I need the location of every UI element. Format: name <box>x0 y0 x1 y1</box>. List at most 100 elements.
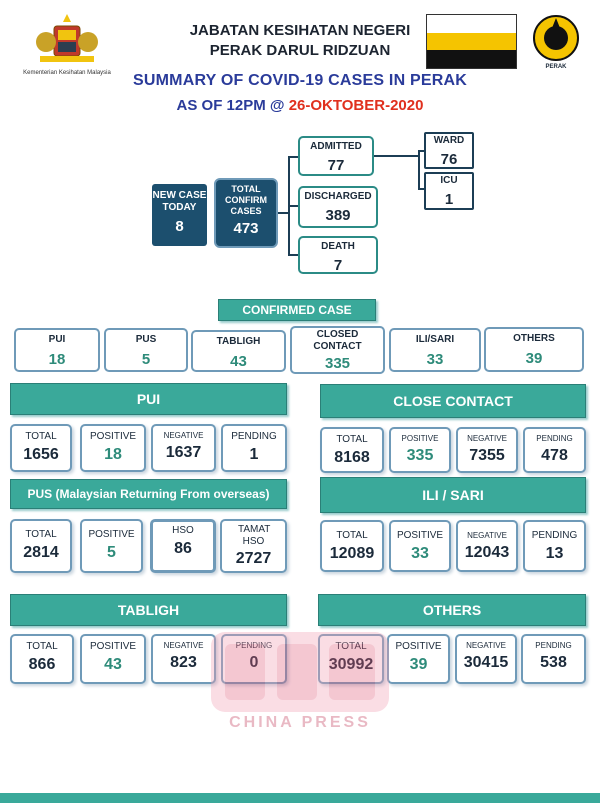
confirmed-ili-sari-label: ILI/SARI <box>415 334 455 345</box>
ili-sari-negative: NEGATIVE 12043 <box>456 520 518 572</box>
close-contact-pending-value: 478 <box>541 447 568 464</box>
pui-total-value: 1656 <box>23 446 59 463</box>
close-contact-total: TOTAL 8168 <box>320 427 384 473</box>
death-box: DEATH 7 <box>298 236 378 274</box>
tabligh-pending-label: PENDING <box>223 641 285 650</box>
tabligh-negative: NEGATIVE 823 <box>151 634 216 684</box>
tabligh-pending: PENDING 0 <box>221 634 287 684</box>
ward-box: WARD 76 <box>424 132 474 169</box>
flag-stripe-black <box>427 50 516 68</box>
confirmed-pui: PUI 18 <box>14 328 100 372</box>
tabligh-pending-value: 0 <box>223 654 285 672</box>
admitted-label: ADMITTED <box>310 141 362 152</box>
confirmed-tabligh-value: 43 <box>230 353 247 370</box>
tabligh-banner: TABLIGH <box>10 594 287 626</box>
connector-admitted <box>288 156 298 158</box>
pus-total-value: 2814 <box>23 544 59 561</box>
others-positive: POSITIVE 39 <box>387 634 450 684</box>
ili-sari-banner: ILI / SARI <box>320 477 586 513</box>
ministry-logo: Kementerian Kesihatan Malaysia <box>18 12 116 82</box>
total-confirm-box: TOTAL CONFIRM CASES 473 <box>214 178 278 248</box>
pus-positive: POSITIVE 5 <box>80 519 143 573</box>
close-contact-pending: PENDING 478 <box>523 427 586 473</box>
crest-caption: PERAK <box>545 64 567 70</box>
confirmed-others-value: 39 <box>525 350 543 367</box>
others-negative: NEGATIVE 30415 <box>455 634 517 684</box>
others-total-value: 30992 <box>320 656 382 674</box>
pui-pending: PENDING 1 <box>221 424 287 472</box>
perak-crest-icon <box>533 15 579 61</box>
total-confirm-value: 473 <box>233 220 259 237</box>
others-pending-label: PENDING <box>535 641 572 650</box>
tabligh-positive: POSITIVE 43 <box>80 634 146 684</box>
flag-stripe-white <box>427 15 516 33</box>
close-contact-pending-label: PENDING <box>536 434 573 443</box>
others-negative-label: NEGATIVE <box>466 641 506 650</box>
date-prefix: AS OF 12PM @ <box>176 97 289 114</box>
bottom-bar <box>0 793 600 803</box>
confirmed-pui-label: PUI <box>48 334 66 345</box>
ili-sari-negative-value: 12043 <box>464 544 510 561</box>
ili-sari-total-label: TOTAL <box>336 530 368 541</box>
pui-pending-label: PENDING <box>231 431 277 442</box>
confirmed-ili-sari-value: 33 <box>426 351 444 368</box>
discharged-label: DISCHARGED <box>304 191 372 202</box>
confirmed-closed-contact-value: 335 <box>324 355 351 372</box>
admitted-value: 77 <box>327 157 345 174</box>
tabligh-negative-label: NEGATIVE <box>163 641 204 650</box>
pus-tamat-hso-label: TAMAT HSO <box>238 524 271 547</box>
pui-banner: PUI <box>10 383 287 415</box>
ili-sari-pending: PENDING 13 <box>523 520 586 572</box>
confirmed-others: OTHERS 39 <box>484 327 584 372</box>
connector-total <box>278 212 288 214</box>
new-case-box: NEW CASE TODAY 8 <box>152 184 207 246</box>
connector-admitted-right <box>374 155 418 157</box>
malaysia-coat-of-arms-icon <box>36 14 98 62</box>
state-name: PERAK DARUL RIDZUAN <box>209 42 391 59</box>
ward-label: WARD <box>433 135 465 146</box>
close-contact-banner: CLOSE CONTACT <box>320 384 586 418</box>
pui-positive: POSITIVE 18 <box>80 424 146 472</box>
pus-tamat-hso: TAMAT HSO 2727 <box>220 519 287 573</box>
new-case-label: NEW CASE TODAY <box>152 190 207 213</box>
discharged-box: DISCHARGED 389 <box>298 186 378 228</box>
others-negative-value: 30415 <box>463 654 509 671</box>
pus-positive-value: 5 <box>107 544 116 561</box>
pus-tamat-hso-value: 2727 <box>235 550 272 567</box>
pui-negative: NEGATIVE 1637 <box>151 424 216 472</box>
ward-value: 76 <box>440 151 458 168</box>
icu-value: 1 <box>444 191 454 208</box>
confirmed-closed-contact-label: CLOSED CONTACT <box>313 329 362 352</box>
ili-sari-pending-label: PENDING <box>531 530 578 541</box>
close-contact-positive: POSITIVE 335 <box>389 427 451 473</box>
ili-sari-pending-value: 13 <box>545 545 564 562</box>
connector-ward <box>418 150 424 152</box>
close-contact-total-value: 8168 <box>334 449 370 466</box>
others-positive-value: 39 <box>409 656 428 673</box>
report-date: AS OF 12PM @ 26-OKTOBER-2020 <box>0 97 600 114</box>
pus-hso-label: HSO <box>172 525 194 536</box>
others-total: TOTAL 30992 <box>318 634 384 684</box>
perak-flag <box>426 14 517 69</box>
tabligh-total: TOTAL 866 <box>10 634 74 684</box>
confirmed-case-banner: CONFIRMED CASE <box>218 299 376 321</box>
others-pending-value: 538 <box>540 654 567 671</box>
page-title: SUMMARY OF COVID-19 CASES IN PERAK <box>133 72 467 89</box>
others-banner: OTHERS <box>318 594 586 626</box>
tabligh-negative-value: 823 <box>170 654 197 671</box>
ili-sari-negative-label: NEGATIVE <box>467 531 507 540</box>
confirmed-tabligh: TABLIGH 43 <box>191 330 286 372</box>
others-total-label: TOTAL <box>320 641 382 652</box>
confirmed-tabligh-label: TABLIGH <box>216 336 261 347</box>
pus-banner: PUS (Malaysian Returning From overseas) <box>10 479 287 509</box>
tabligh-total-label: TOTAL <box>26 641 58 652</box>
connector-death <box>288 254 298 256</box>
ili-sari-positive-value: 33 <box>411 545 429 562</box>
death-label: DEATH <box>321 241 355 252</box>
pui-positive-label: POSITIVE <box>89 431 137 442</box>
pui-positive-value: 18 <box>104 446 122 463</box>
connector-ward-icu-trunk <box>418 150 420 190</box>
others-pending: PENDING 538 <box>521 634 586 684</box>
icu-box: ICU 1 <box>424 172 474 210</box>
ili-sari-total: TOTAL 12089 <box>320 520 384 572</box>
